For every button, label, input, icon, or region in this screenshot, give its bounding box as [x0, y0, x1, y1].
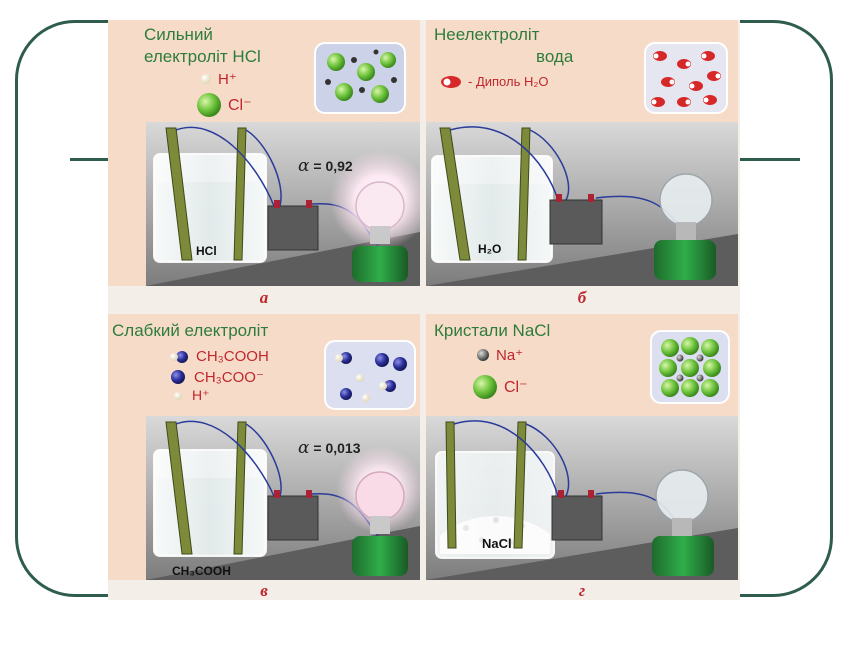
hydrogen-ion-icon — [174, 391, 182, 400]
panel-a-legend-h: H⁺ — [200, 70, 237, 88]
panel-v-dissociation-degree: α = 0,013 — [298, 438, 360, 458]
panel-a-caption: а — [259, 288, 269, 307]
panel-a-apparatus — [146, 122, 420, 286]
panel-g-legend-na-label: Na⁺ — [496, 347, 524, 364]
panel-a-title-line2: електроліт HCl — [144, 47, 261, 66]
hydrogen-ion-icon — [201, 74, 211, 84]
panel-g-legend-cl-label: Cl⁻ — [504, 379, 528, 396]
panel-b-legend-water-label: - Диполь H₂O — [468, 74, 549, 89]
panel-b-non-electrolyte: Неелектроліт вода - Диполь H₂O — [426, 20, 738, 286]
panel-g-legend-cl: Cl⁻ — [472, 374, 528, 400]
panel-v-beaker-label: CH₃COOH — [172, 564, 231, 578]
water-dipole-icon — [441, 75, 461, 88]
alpha-symbol: α — [298, 156, 310, 176]
panel-a-title: Сильний електроліт HCl — [144, 24, 261, 68]
panel-b-beaker-label: H₂O — [478, 242, 502, 256]
panel-g-crystal-inset — [650, 330, 730, 404]
panel-g-apparatus — [426, 416, 738, 580]
panel-v-caption: в — [260, 581, 268, 600]
panel-a-legend-cl: Cl⁻ — [196, 92, 252, 118]
panel-v-alpha-value: = 0,013 — [313, 440, 361, 456]
sodium-ion-icon — [477, 349, 489, 361]
panel-v-title: Слабкий електроліт — [112, 321, 269, 340]
panel-b-title-line1: Неелектроліт — [434, 25, 540, 44]
panel-v-legend-h-label: H⁺ — [192, 387, 210, 403]
panel-v-legend-acetate-label: CH₃COO⁻ — [194, 369, 264, 386]
divider-left — [70, 158, 110, 161]
chloride-ion-icon — [197, 93, 221, 117]
chloride-ion-icon — [473, 375, 497, 399]
panel-a-legend-h-label: H⁺ — [218, 71, 237, 88]
panel-g-nacl-crystals: Кристали NaCl Na⁺ Cl⁻ — [426, 314, 738, 580]
panel-b-legend-water: - Диполь H₂O — [440, 74, 549, 89]
panel-g-legend-na: Na⁺ — [476, 346, 523, 364]
panel-a-legend-cl-label: Cl⁻ — [228, 97, 252, 114]
panel-v-legend-acid-label: CH₃COOH — [196, 348, 269, 365]
panel-a-ion-inset — [314, 42, 406, 114]
conductivity-figure: Сильний електроліт HCl H⁺ Cl⁻ — [108, 20, 740, 600]
panel-g-caption: г — [578, 581, 586, 600]
panel-b-title-line2: вода — [536, 47, 574, 66]
divider-right — [740, 158, 800, 161]
panel-a-dissociation-degree: α = 0,92 — [298, 156, 353, 176]
panel-a-strong-electrolyte: Сильний електроліт HCl H⁺ Cl⁻ — [108, 20, 420, 286]
panel-v-legend-acetate: CH₃COO⁻ — [170, 368, 264, 386]
panel-v-weak-electrolyte: Слабкий електроліт CH₃COOH CH₃COO⁻ H⁺ — [108, 314, 420, 580]
panel-a-title-line1: Сильний — [144, 25, 213, 44]
panel-v-ion-inset — [324, 340, 416, 410]
panel-v-legend-acid: CH₃COOH — [168, 348, 269, 365]
panel-b-apparatus — [426, 122, 738, 286]
panel-v-legend-h: H⁺ — [172, 387, 210, 404]
acetic-acid-icon — [170, 350, 188, 363]
alpha-symbol: α — [298, 438, 310, 458]
panel-b-caption: б — [577, 288, 587, 307]
panel-g-beaker-label: NaCl — [482, 536, 512, 551]
panel-b-dipole-inset — [644, 42, 728, 114]
panel-v-apparatus — [146, 416, 420, 580]
panel-g-title: Кристали NaCl — [434, 321, 551, 340]
panel-a-beaker-label: HCl — [196, 244, 217, 258]
panel-a-alpha-value: = 0,92 — [313, 158, 353, 174]
panel-b-title: Неелектроліт вода — [434, 24, 573, 68]
acetate-ion-icon — [171, 370, 185, 384]
